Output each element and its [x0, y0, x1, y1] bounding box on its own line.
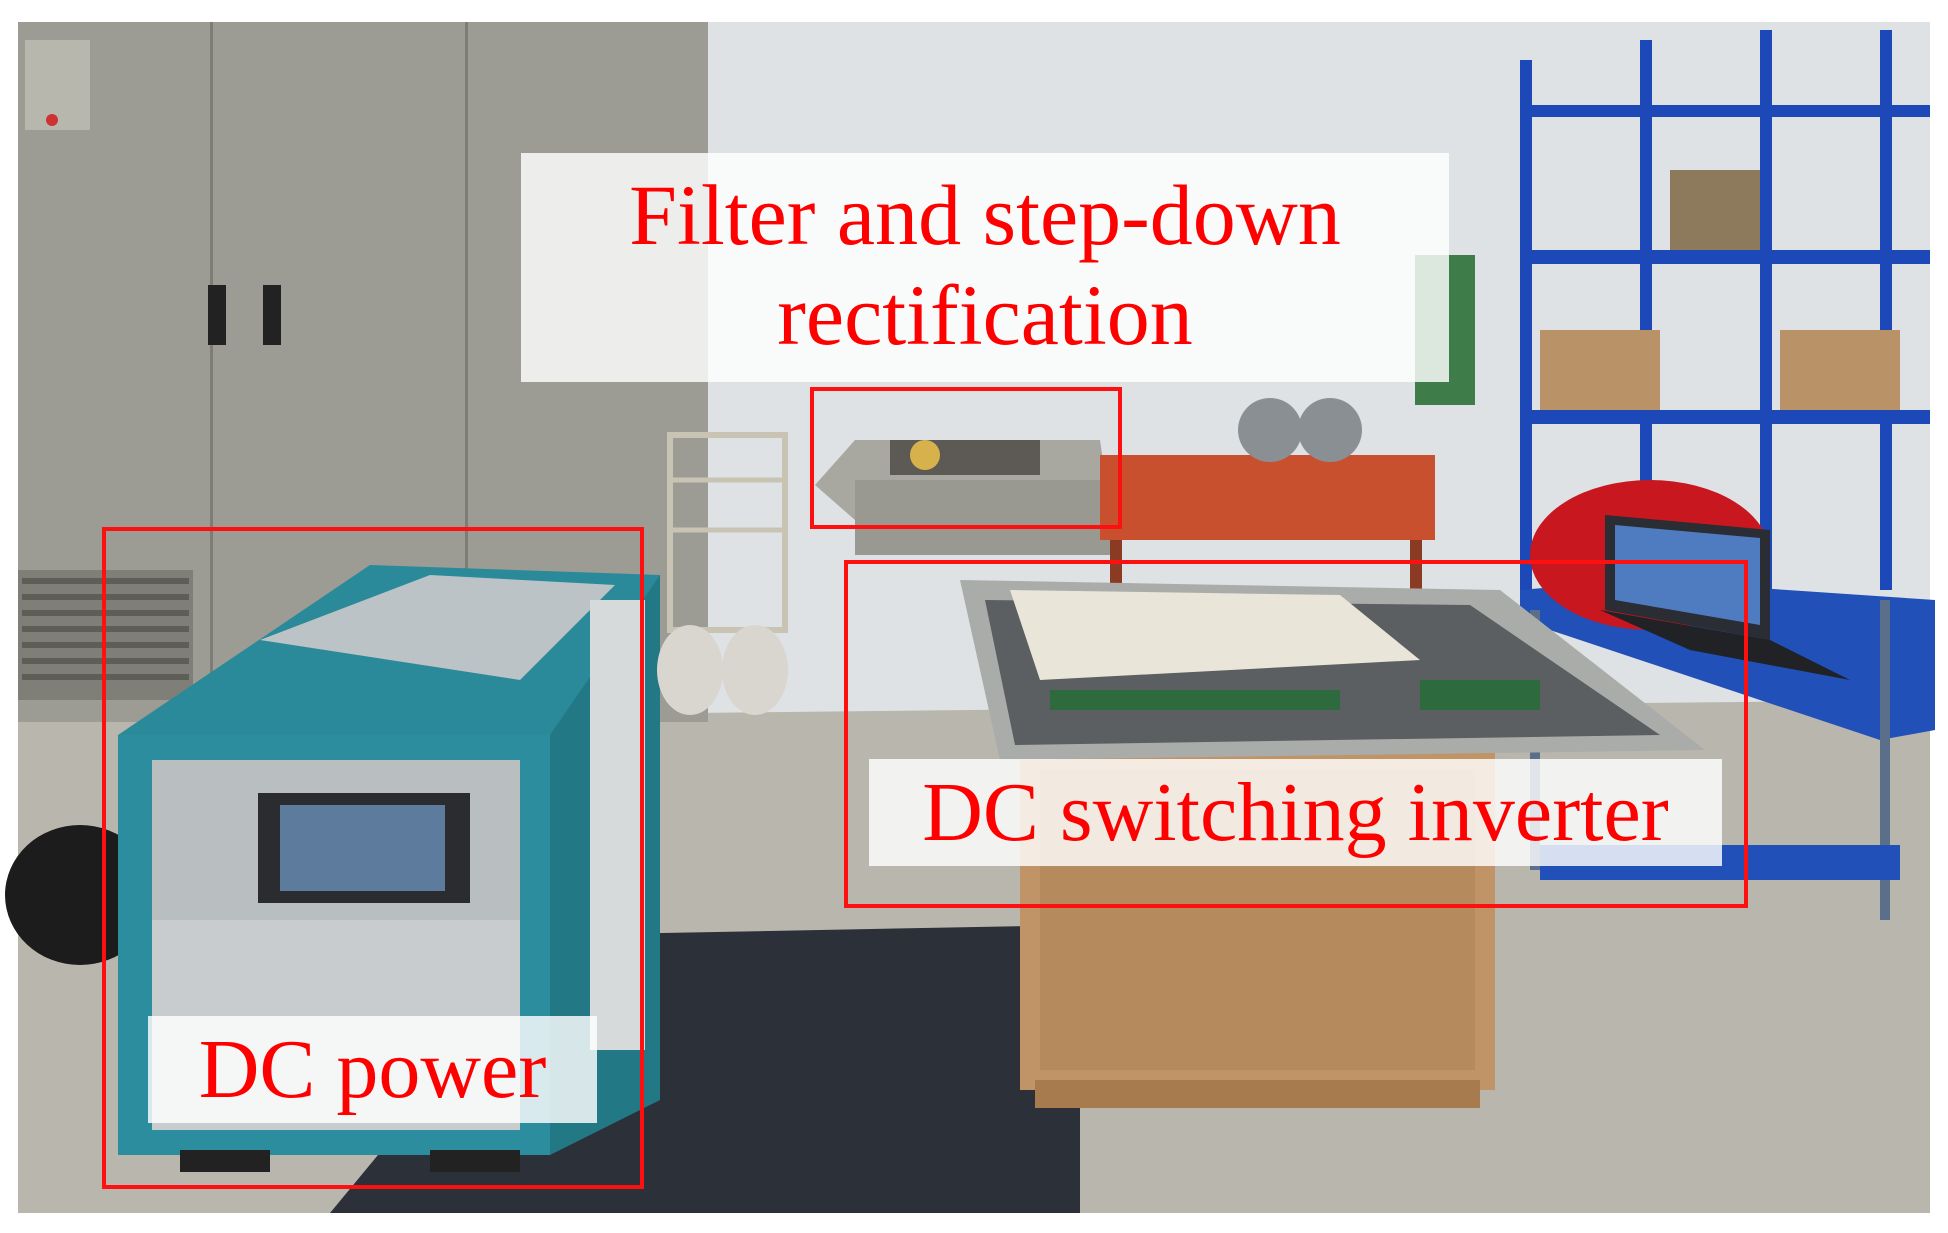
filter-rectification-frame [810, 387, 1122, 529]
filter-rectification-label: Filter and step-down rectification [521, 153, 1449, 382]
filter-label-line2: rectification [777, 267, 1193, 363]
dc-power-screen [280, 805, 445, 891]
blue-shelving [1520, 30, 1930, 620]
dc-power-frame [102, 527, 644, 1189]
dc-switching-inverter-frame [844, 560, 1748, 908]
dc-switching-inverter-label: DC switching inverter [869, 759, 1722, 866]
laptop [1600, 515, 1850, 680]
gas-cylinder [657, 625, 723, 715]
red-workbench [1100, 398, 1435, 660]
gas-cylinder [722, 625, 788, 715]
cable-coil [5, 825, 155, 965]
dc-power-label: DC power [148, 1016, 597, 1123]
cabinet-handle-left [208, 285, 226, 345]
filter-rectifier-box [815, 440, 1110, 555]
filter-label-line1: Filter and step-down [629, 167, 1341, 263]
metal-rack [667, 432, 788, 633]
cabinet-handle-right [263, 285, 281, 345]
